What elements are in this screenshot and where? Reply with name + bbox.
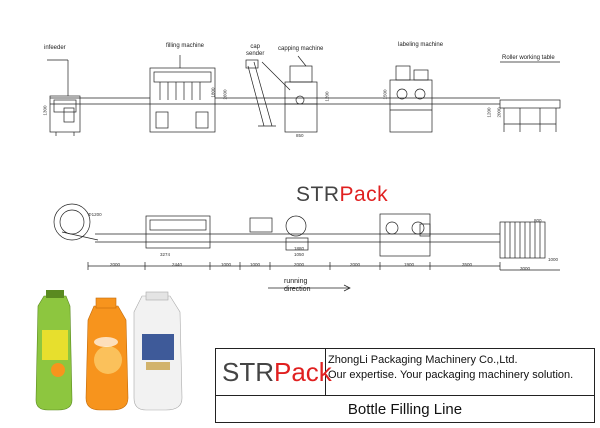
dim-elev: 2600: [222, 89, 228, 100]
title-block: STRPack ZhongLi Packaging Machinery Co.,…: [215, 348, 595, 423]
product-bottles: [35, 290, 183, 411]
title-block-logo: STRPack: [216, 349, 332, 395]
bottle-white: [133, 291, 183, 411]
dim-plan: 1000: [548, 257, 559, 262]
label-cap-sender: cap sender: [246, 44, 265, 57]
company-slogan: Our expertise. Your packaging machinery …: [328, 369, 574, 381]
label-capping-machine: capping machine: [278, 46, 324, 52]
cap-sender-elevation: [245, 59, 291, 127]
title-block-divider: [216, 395, 594, 396]
strpack-logo-small: STRPack: [222, 357, 332, 388]
logo-part-pack: Pack: [274, 357, 332, 387]
dim-plan: 3000: [520, 266, 531, 271]
roller-table-elevation: [499, 61, 561, 132]
dim-plan: 1880: [294, 246, 305, 251]
drawing-title: Bottle Filling Line: [347, 401, 463, 418]
dim-elev: 1200: [486, 107, 492, 118]
dim-elev: 1200: [324, 91, 330, 102]
dim-elev: 1800: [210, 87, 216, 98]
capping-machine-elevation: [240, 55, 380, 133]
bottle-green: [35, 290, 73, 411]
dim-elev: 2000: [496, 107, 502, 118]
label-filling-machine: filling machine: [166, 43, 205, 49]
dim-elev: 850: [296, 133, 304, 138]
dim-elev: 1300: [42, 105, 48, 116]
bottle-orange: [85, 297, 129, 411]
label-infeeder: infeeder: [44, 45, 66, 51]
dim-plan: 1050: [294, 252, 305, 257]
dim-plan: 3500: [462, 262, 473, 267]
dim-plan: 1000: [221, 262, 232, 267]
logo-part-str: STR: [222, 357, 274, 387]
company-info: ZhongLi Packaging Machinery Co.,Ltd. Our…: [328, 353, 573, 383]
dim-plan: Φ1200: [88, 212, 102, 217]
dim-plan: 2000: [294, 262, 305, 267]
dim-plan: 2440: [172, 262, 183, 267]
plan-view: [53, 203, 560, 292]
label-roller-table: Roller working table: [502, 55, 555, 61]
dim-plan: 2000: [110, 262, 121, 267]
strpack-logo: STRPack: [296, 183, 388, 207]
label-labeling-machine: labeling machine: [398, 42, 444, 48]
dim-plan: 800: [534, 218, 542, 223]
dim-plan: 1000: [250, 262, 261, 267]
dim-elev: 1500: [382, 89, 388, 100]
dim-plan: 1900: [404, 262, 415, 267]
dim-plan: 3274: [160, 252, 171, 257]
filling-machine-elevation: [149, 55, 216, 133]
running-direction-label: running direction: [284, 278, 311, 293]
labeling-machine-elevation: [380, 65, 500, 133]
company-name: ZhongLi Packaging Machinery Co.,Ltd.: [328, 354, 518, 366]
logo-part-str: STR: [296, 183, 340, 206]
logo-part-pack: Pack: [339, 183, 389, 206]
dim-plan: 2000: [350, 262, 361, 267]
infeeder-elevation: [47, 59, 150, 136]
